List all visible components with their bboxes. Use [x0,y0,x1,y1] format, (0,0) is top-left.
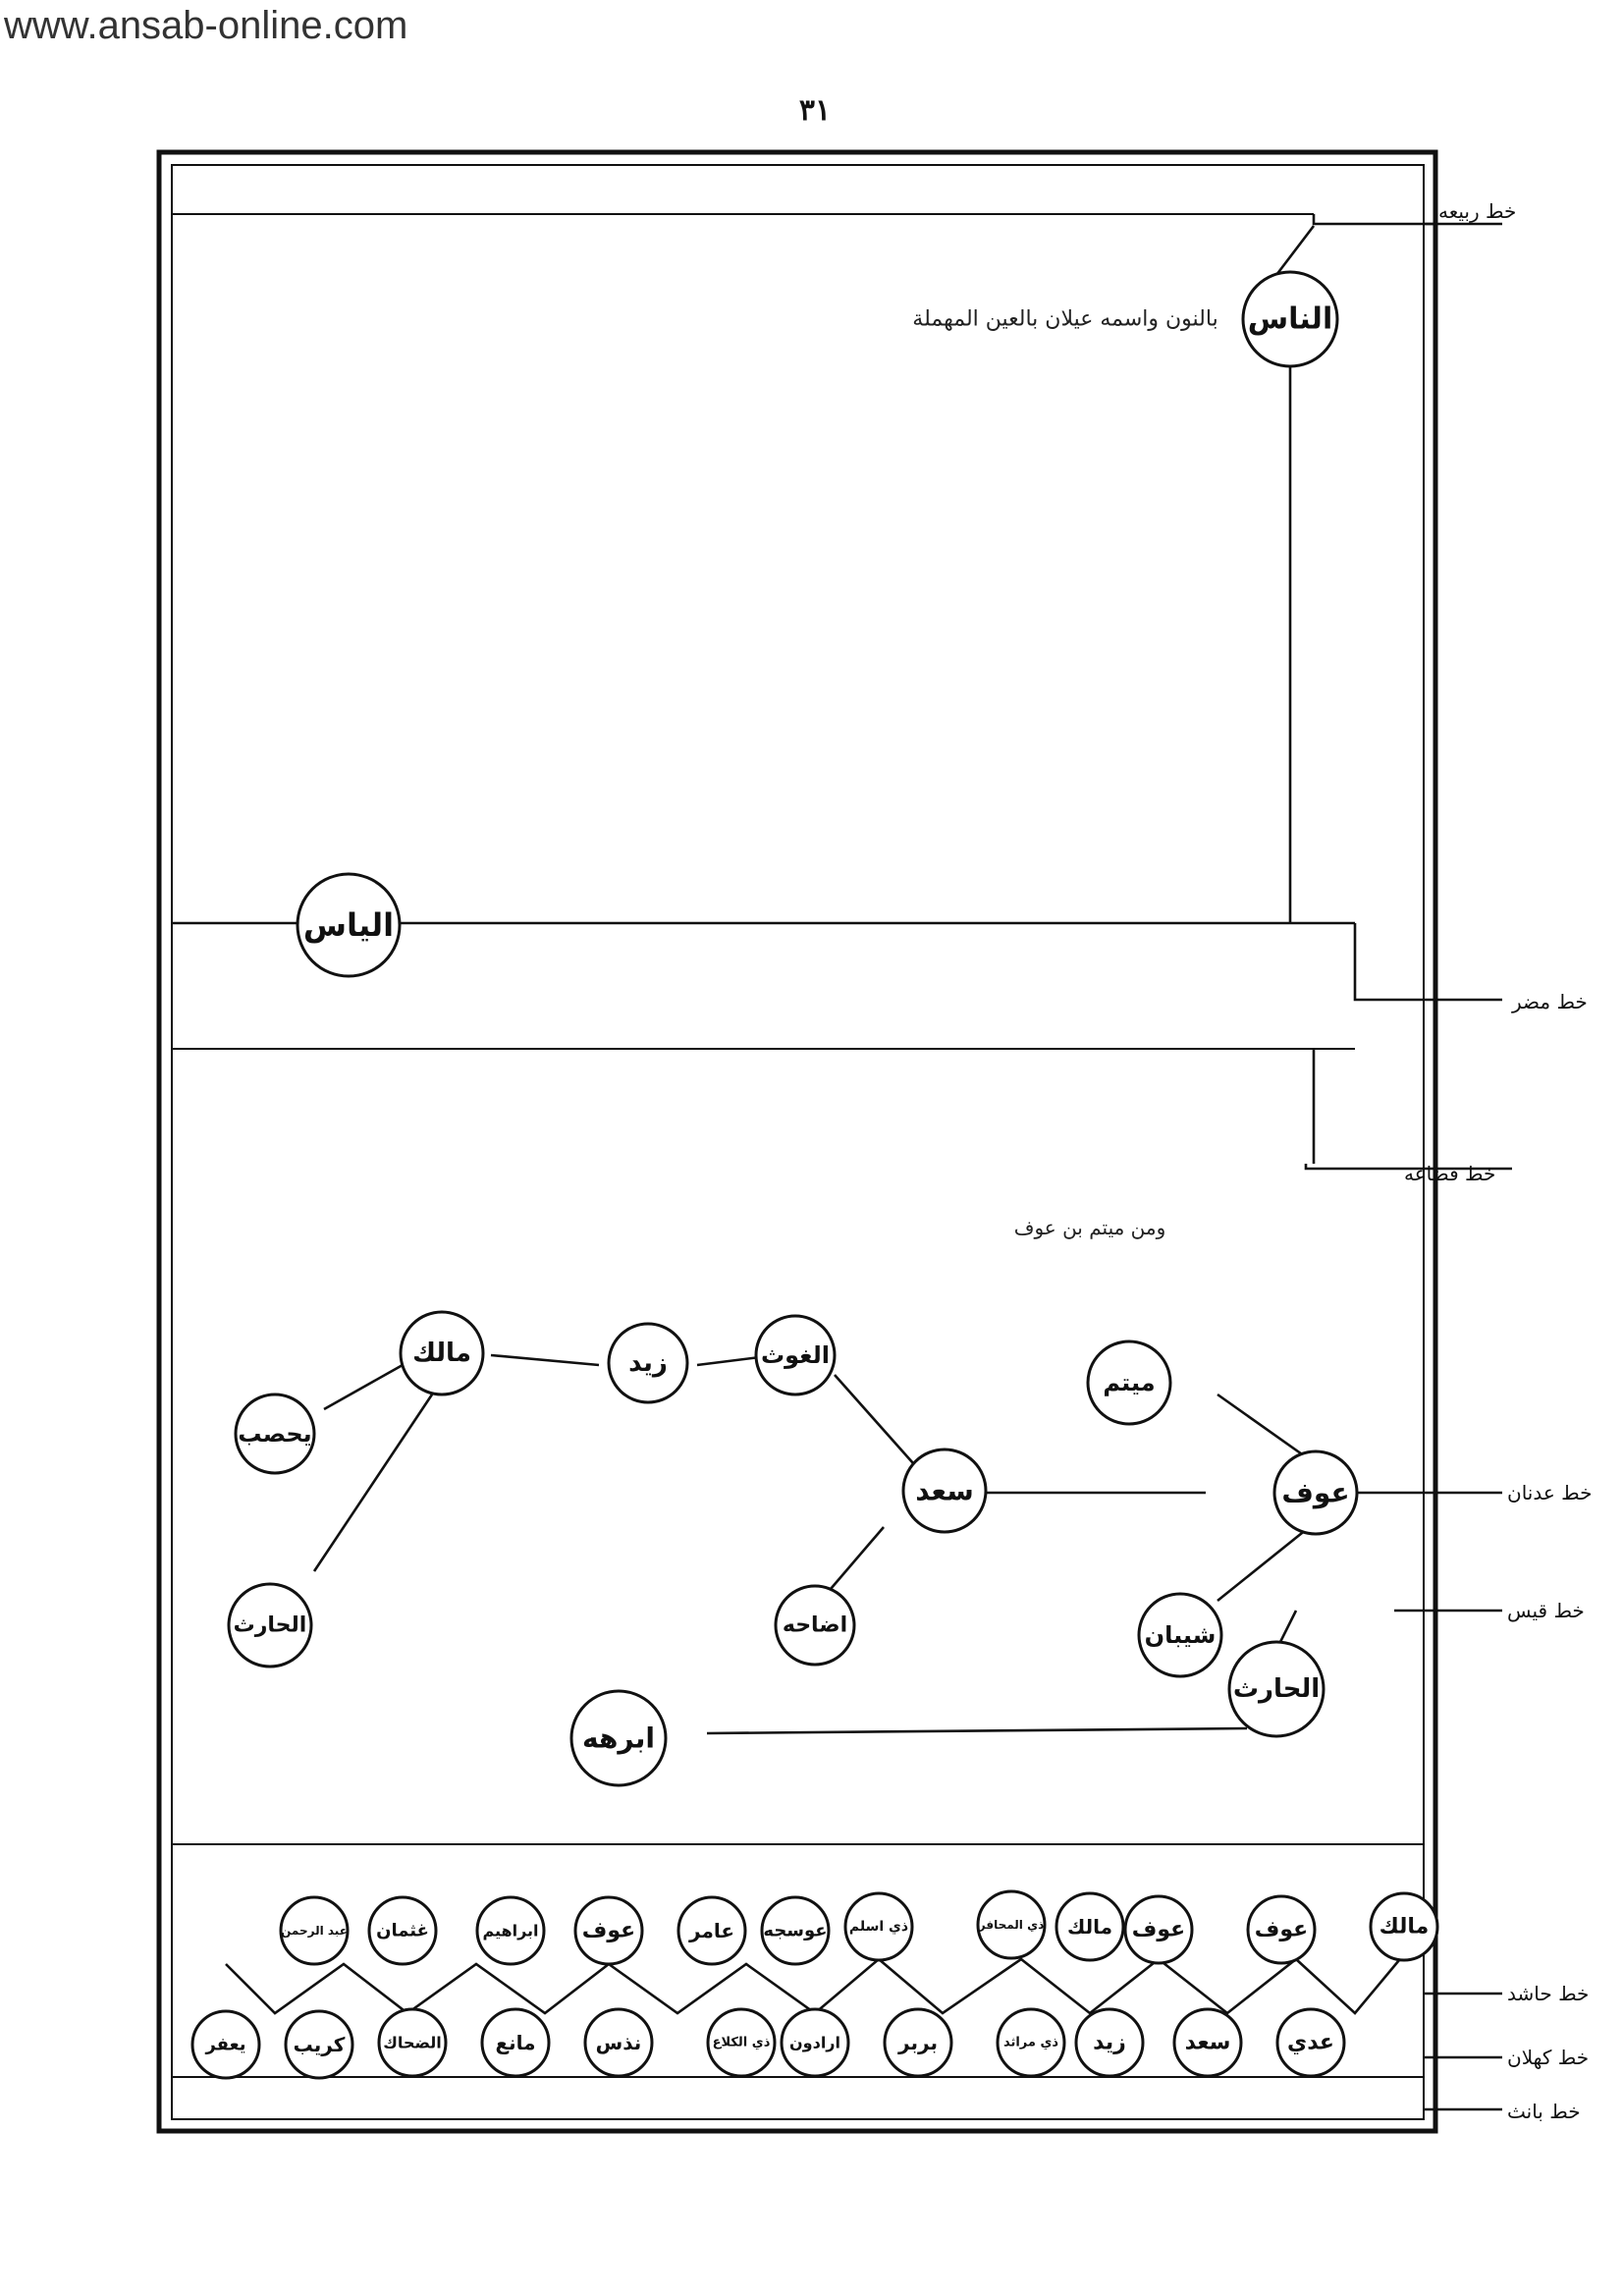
node-zayd-b: زيد [1093,2031,1126,2055]
node-ghawth: الغوث [761,1341,830,1369]
node-dhu-mahafir-circle [976,1889,1047,1960]
node-harith-left-circle [227,1582,313,1668]
node-awf-b2-circle [1123,1894,1194,1965]
node-ghuthman: غثمان [376,1921,429,1941]
node-shayban-circle [1137,1592,1223,1678]
label-mudar: خط مضر [1511,990,1588,1013]
node-ahazah: اضاحه [783,1613,847,1638]
node-saad-mid-circle [901,1448,988,1534]
node-dhu-marathid: ذي مراثد [1003,2036,1058,2050]
node-dhu-aslam-circle [843,1891,914,1962]
node-dhu-kalaa-circle [706,2007,777,2078]
node-awf-b2: عوف [1132,1918,1185,1942]
node-ghawth-circle [754,1314,837,1396]
node-abd-rahman-circle [279,1895,350,1966]
node-awf-b3: عوف [582,1919,635,1943]
node-saad-mid: سعد [915,1475,974,1507]
node-saad-b: سعد [1185,2031,1231,2055]
node-ibrahim-circle [475,1895,546,1966]
node-maytam: ميتم [1103,1369,1155,1396]
node-yaafur-circle [190,2009,261,2080]
node-malik-b-circle [1369,1891,1439,1962]
node-adi: عدي [1287,2031,1334,2055]
node-awf-top: عوف [1281,1477,1349,1509]
node-amir: عامر [688,1919,734,1942]
node-mani-circle [480,2007,551,2078]
node-kurayb: كريب [294,2033,346,2056]
node-amir-circle [676,1895,747,1966]
label-hashid: خط حاشد [1507,1982,1589,2005]
node-ahazah-circle [774,1584,856,1667]
node-circles [190,270,1439,2080]
node-awseja-circle [760,1895,831,1966]
node-abraha: ابرهه [582,1722,655,1755]
node-elyas: الياس [303,906,394,944]
node-ghuthman-circle [367,1895,438,1966]
node-awseja: عوسجه [763,1921,827,1941]
node-nadhs: نذس [596,2031,642,2054]
node-dhu-marathid-circle [996,2007,1066,2078]
inner-frame [171,164,1425,2120]
node-yaafur: يعفر [204,2035,245,2055]
node-zayd-mid: زيد [628,1348,668,1378]
node-awf-b1: عوف [1255,1918,1308,1942]
label-last: خط بانث [1507,2100,1581,2123]
node-awf-b3-circle [573,1895,644,1966]
node-awf-b1-circle [1246,1894,1317,1965]
node-malik-b2-circle [1055,1891,1125,1962]
watermark-text: www.ansab-online.com [4,4,408,47]
node-aradun-circle [780,2007,850,2078]
node-malik-mid-circle [399,1310,485,1396]
node-elnas-circle [1241,270,1339,368]
node-adi-circle [1275,2007,1346,2078]
node-abraha-circle [569,1689,668,1787]
label-qudaa: خط قضاعه [1404,1162,1495,1185]
node-malik-b2: مالك [1067,1915,1112,1939]
middle-edges [312,1049,1323,1735]
node-nadhs-circle [583,2007,654,2078]
node-maytam-circle [1086,1339,1172,1426]
margin-line-labels: خط ربيعه خط مضر خط قضاعه خط عدنان خط قيس… [1404,199,1592,2123]
node-dhu-aslam: ذي اسلم [849,1919,908,1936]
node-labels: الناس الياس عوف ميتم شيبان سعد الغوث زيد… [204,302,1429,2057]
node-mani: مانع [495,2031,535,2054]
label-kahlan: خط كهلان [1507,2046,1589,2069]
label-rabia: خط ربيعه [1438,199,1516,223]
node-awf-top-circle [1272,1449,1359,1536]
annotations: بالنون واسمه عيلان بالعين المهملة ومن مي… [912,307,1217,1240]
node-saad-b-circle [1172,2007,1243,2078]
label-qays: خط قيس [1507,1599,1585,1622]
node-dahhak-circle [377,2007,448,2078]
node-harith-right: الحارث [1233,1674,1320,1704]
node-zayd-mid-circle [607,1322,689,1404]
node-zayd-b-circle [1074,2007,1145,2078]
node-elyas-circle [296,872,402,978]
node-abd-rahman: عبد الرحمن [281,1924,348,1938]
note-elnas: بالنون واسمه عيلان بالعين المهملة [912,307,1217,332]
node-elnas: الناس [1248,302,1332,337]
label-adnan: خط عدنان [1507,1481,1592,1504]
margin-lines [1294,214,1512,2111]
node-kurayb-circle [284,2009,354,2080]
node-harith-right-circle [1227,1640,1325,1738]
outer-frame [156,149,1438,2134]
node-ibrahim: ابراهيم [482,1922,538,1941]
node-yahsub: يحصب [238,1420,311,1448]
node-dahhak: الضحاك [383,2034,441,2052]
node-harith-left: الحارث [234,1613,307,1638]
node-aradun: ارادون [789,2034,840,2052]
node-malik-mid: مالك [412,1339,471,1368]
node-shayban: شيبان [1145,1621,1217,1649]
node-barbar: بربر [897,2031,938,2054]
node-yahsub-circle [234,1393,316,1475]
node-barbar-circle [883,2007,953,2078]
node-dhu-kalaa: ذي الكلاع [713,2036,771,2050]
node-dhu-mahafir: ذي المحافر [978,1918,1044,1932]
note-maytam: ومن ميتم بن عوف [1014,1216,1166,1239]
page-number: ٣١ [798,93,832,128]
node-malik-b: مالك [1380,1915,1430,1940]
